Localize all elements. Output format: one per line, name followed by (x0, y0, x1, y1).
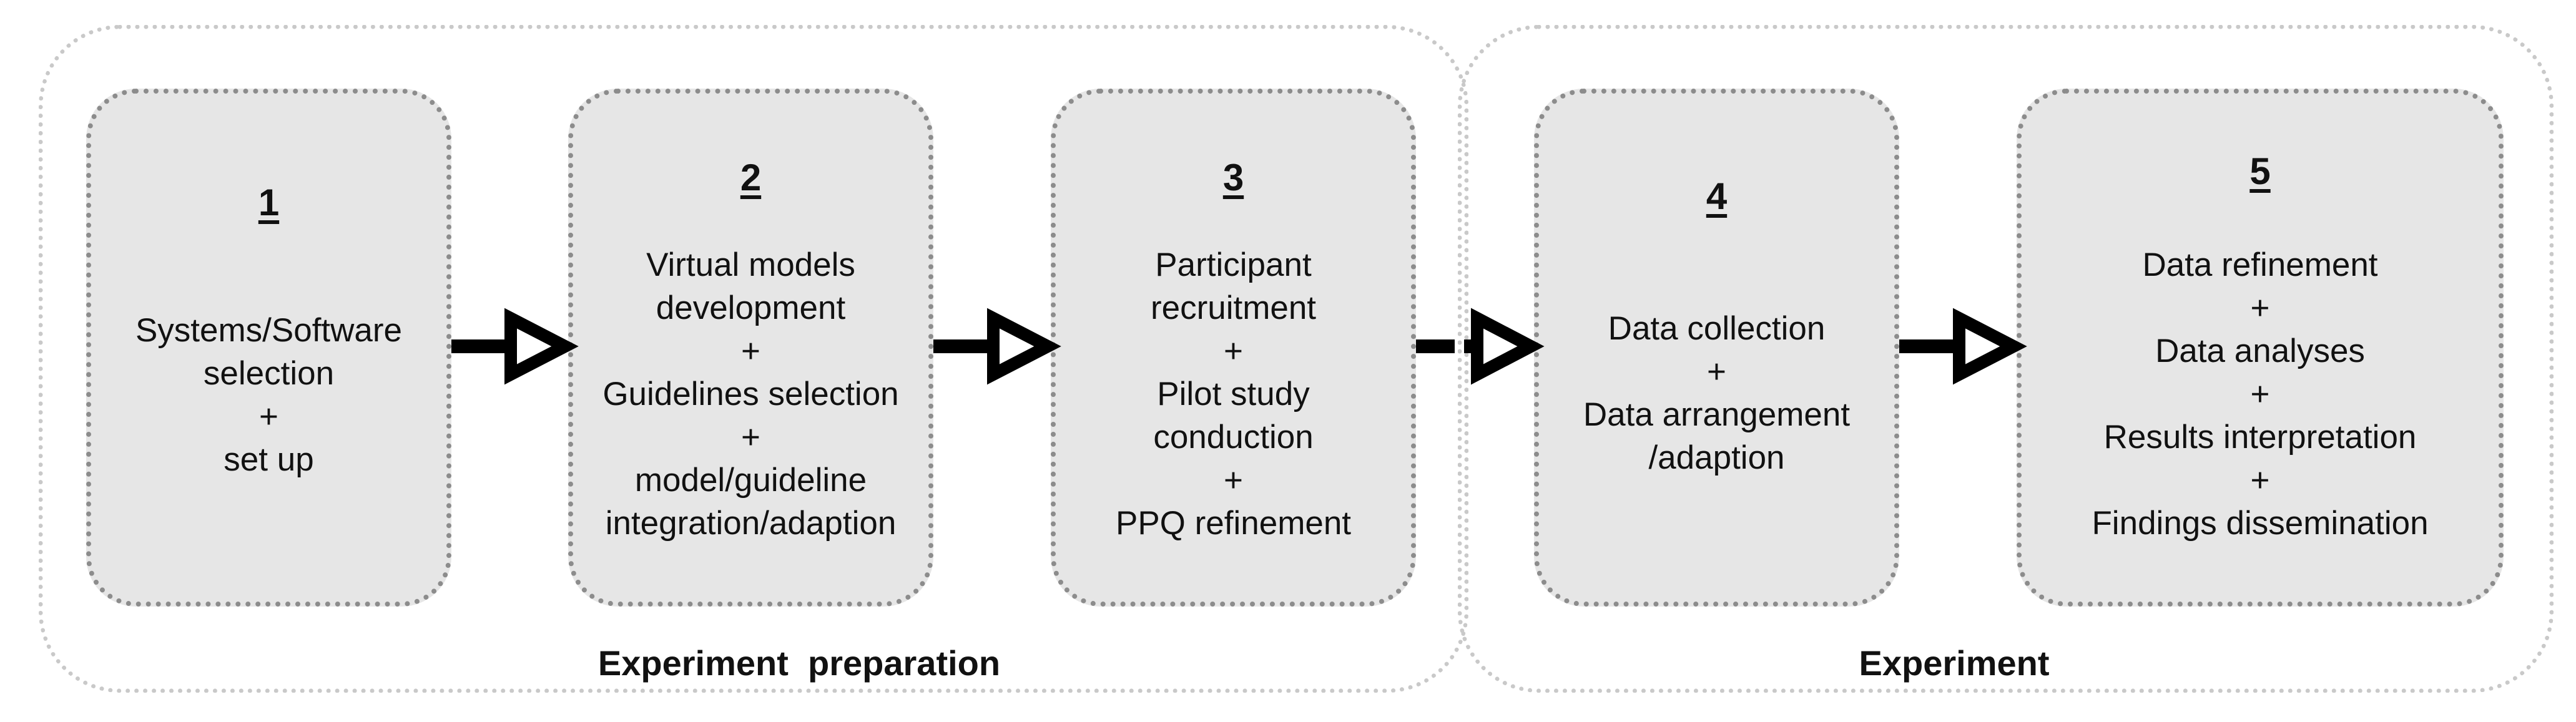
arrow-1-to-2 (451, 308, 579, 385)
step-number: 2 (740, 157, 762, 198)
phase-label-experiment: Experiment (1859, 643, 2050, 683)
step-text-line: development (656, 290, 846, 326)
step-text-line: Data collection (1608, 310, 1826, 347)
step-text-line: conduction (1153, 419, 1314, 456)
step-text-line: + (259, 398, 278, 435)
step-box-1: 1 Systems/Software selection + set up (86, 89, 451, 607)
arrow-3-to-4 (1416, 308, 1545, 385)
step-text-line: + (2250, 462, 2270, 499)
step-box-2: 2 Virtual models development + Guideline… (568, 89, 933, 607)
step-box-5: 5 Data refinement + Data analyses + Resu… (2017, 89, 2504, 607)
step-number: 3 (1222, 157, 1244, 198)
phase-label-experiment-preparation: Experiment preparation (597, 643, 1001, 683)
step-text-line: Pilot study (1157, 376, 1310, 412)
arrow-4-to-5 (1899, 308, 2027, 385)
step-text-line: Data analyses (2155, 333, 2365, 369)
step-text-line: model/guideline (634, 462, 867, 499)
step-text-line: + (1224, 462, 1243, 499)
step-box-3: 3 Participant recruitment + Pilot study … (1051, 89, 1416, 607)
step-text-line: recruitment (1150, 290, 1317, 326)
step-text-line: Results interpretation (2103, 419, 2417, 456)
step-text-line: + (2250, 376, 2270, 412)
step-text-line: Data arrangement (1583, 396, 1851, 433)
step-text-line: + (741, 333, 760, 369)
step-text-line: Participant (1155, 246, 1312, 283)
step-text-line: set up (224, 441, 314, 478)
step-text-line: PPQ refinement (1115, 505, 1352, 542)
step-text-line: /adaption (1648, 439, 1785, 476)
step-text-line: + (1224, 333, 1243, 369)
step-text-line: Virtual models (646, 246, 855, 283)
step-text-line: Guidelines selection (602, 376, 899, 412)
phase-group-experiment (1458, 25, 2554, 693)
step-text-line: selection (203, 355, 335, 392)
step-number: 4 (1706, 175, 1728, 217)
step-text-line: integration/adaption (605, 505, 897, 542)
step-number: 5 (2249, 150, 2271, 192)
step-text-line: Systems/Software (135, 312, 403, 349)
arrow-2-to-3 (933, 308, 1061, 385)
step-text-line: Data refinement (2142, 246, 2378, 283)
step-text-line: + (1707, 353, 1726, 390)
step-text-line: + (2250, 290, 2270, 326)
step-text-line: Findings dissemination (2092, 505, 2429, 542)
phase-group-experiment-preparation (39, 25, 1468, 693)
step-number: 1 (258, 182, 280, 223)
step-text-line: + (741, 419, 760, 456)
